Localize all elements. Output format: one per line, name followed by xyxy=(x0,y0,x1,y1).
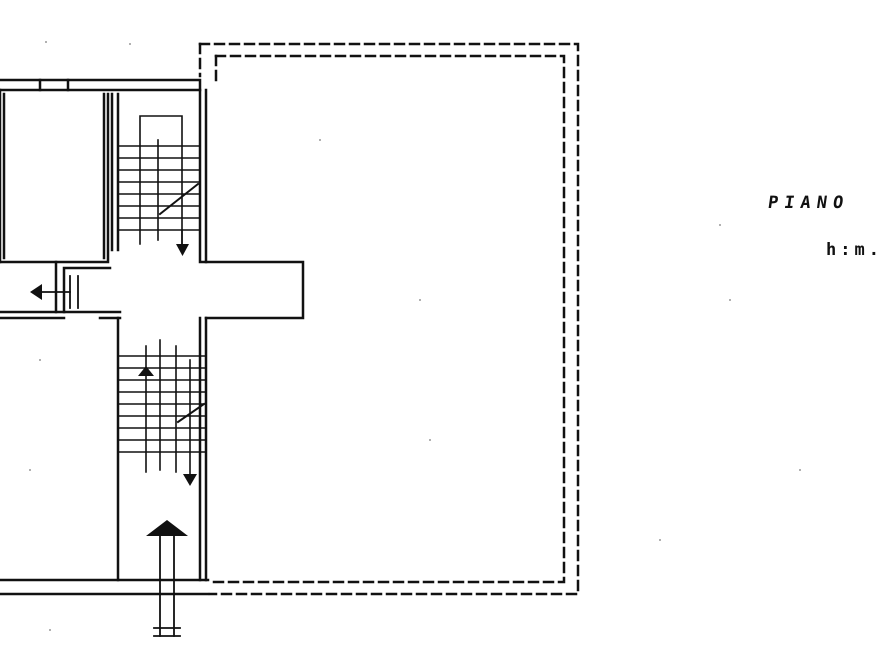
entrance-passage xyxy=(153,533,181,637)
terrace-outline xyxy=(198,42,580,596)
building-walls xyxy=(0,78,305,596)
height-label: h:m. xyxy=(826,240,883,260)
entrance-arrow-icon xyxy=(146,520,188,536)
stair-down-arrow-icon xyxy=(183,474,197,486)
stair-down-arrow-icon xyxy=(176,244,189,256)
stair-up-arrow-icon xyxy=(138,366,154,376)
scan-noise xyxy=(29,41,801,631)
side-door xyxy=(37,275,79,309)
floor-label: PIANO xyxy=(766,193,851,213)
upper-stairs xyxy=(117,115,201,247)
lower-stairs xyxy=(117,339,207,475)
door-arrow-icon xyxy=(30,284,42,300)
